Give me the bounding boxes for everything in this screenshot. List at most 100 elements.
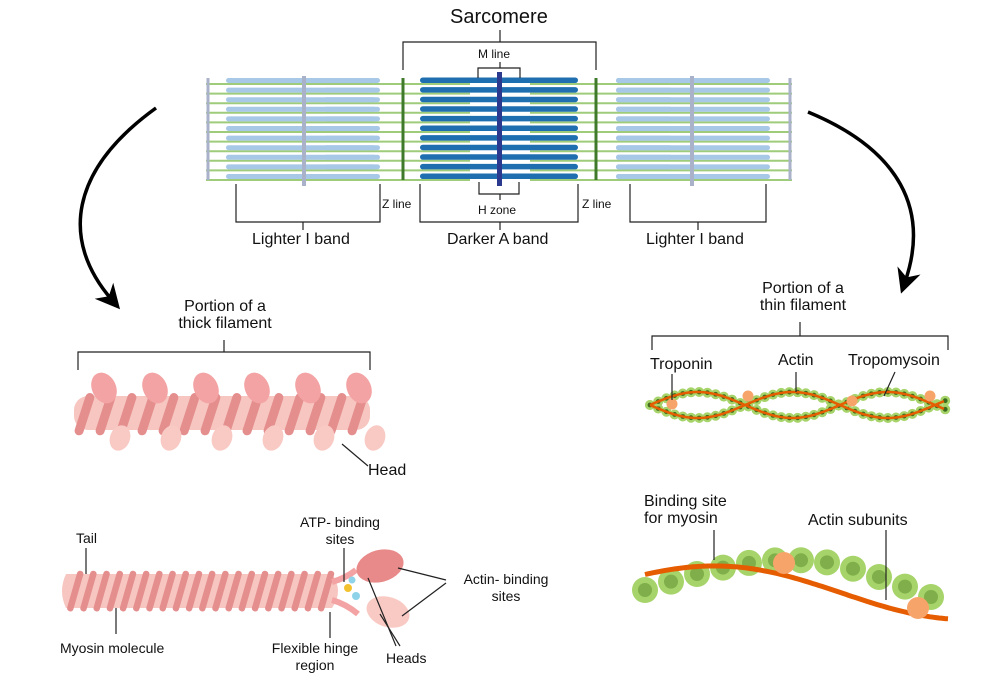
myosin-tail-coil (159, 570, 176, 612)
head-label: Head (368, 462, 407, 479)
thick-filament-twist (200, 393, 221, 436)
actin-binding-pointer-b (401, 582, 447, 617)
light-band-filament (616, 97, 672, 103)
myosin-molecule (62, 549, 410, 628)
actin-label: Actin (778, 352, 814, 369)
light-band-filament (324, 174, 380, 179)
h-zone-bracket (478, 182, 520, 195)
actin-binding-label: Actin- binding sites (448, 571, 564, 605)
thick-filament-twist (347, 393, 368, 436)
myosin-binding-site (907, 597, 929, 619)
light-band-filament (616, 154, 672, 160)
myosin-tail-coil (146, 570, 163, 612)
myosin-head-top (193, 372, 219, 404)
flexible-hinge (331, 567, 360, 617)
a-band-bracket (419, 184, 579, 223)
heads-pointer-a (367, 577, 397, 647)
actin-subunit-core (690, 567, 704, 582)
atp-site (348, 576, 356, 584)
thick-filament-twist (221, 393, 242, 436)
myosin-tail-coil (291, 570, 308, 612)
sarcomere-brackets (235, 30, 767, 230)
myosin-head-bottom (211, 425, 233, 451)
thick-filament-twist (284, 393, 305, 436)
actin-subunits-label: Actin subunits (808, 512, 908, 529)
actin-subunit-core (664, 574, 678, 589)
actin-subunit-core (846, 561, 860, 576)
binding-site-label: Binding site for myosin (644, 493, 727, 527)
i-band-center-line (302, 76, 306, 186)
z-disc (206, 78, 210, 180)
myosin-tail-coil (212, 570, 229, 612)
troponin-label: Troponin (650, 356, 713, 373)
myosin-tail-coil (80, 570, 97, 612)
light-band-filament (324, 97, 380, 103)
light-band-filament (616, 87, 672, 93)
myosin-tail-coil (199, 570, 216, 612)
thin-filament-title-line2: thin filament (759, 297, 847, 314)
actin-detail-pointers (713, 530, 887, 600)
z-disc (788, 78, 792, 180)
heads-label: Heads (386, 650, 427, 666)
myosin-tail-coil (106, 570, 124, 612)
thick-filament-twist (326, 393, 347, 436)
actin-detail (632, 547, 949, 622)
light-band-filament (616, 126, 672, 131)
i-band-center-line (690, 76, 694, 186)
light-band-filament (324, 154, 380, 160)
tropomyosin-pointer (883, 371, 896, 397)
m-line (497, 72, 502, 186)
light-band-filament (324, 135, 380, 141)
myosin-head (356, 549, 404, 583)
myosin-tail-coil (251, 570, 269, 612)
a-band-label: Darker A band (447, 231, 549, 248)
hinge-label: Flexible hinge region (252, 640, 378, 674)
light-band-filament (616, 145, 672, 151)
h-zone-label: H zone (478, 203, 517, 217)
myosin-tail-coil (93, 570, 110, 612)
light-band-filament (616, 106, 672, 112)
arrow-to-thick-filament (78, 106, 158, 310)
tropomyosin-strand (649, 390, 945, 420)
i-band-right-bracket (629, 184, 767, 223)
myosin-molecule-label: Myosin molecule (60, 640, 165, 656)
thick-filament-title: Portion of a thick filament (170, 298, 280, 332)
myosin-tail-coil (304, 570, 322, 612)
actin-binding-line2: sites (491, 588, 521, 604)
thin-filament-title-line1: Portion of a (762, 280, 844, 297)
hinge-line1: Flexible hinge (271, 640, 359, 656)
myosin-head (366, 596, 410, 628)
thin-filament-pointers (671, 371, 896, 400)
actin-subunit-core (820, 555, 834, 570)
myosin-tail-coil (278, 570, 295, 612)
light-band-filament (616, 135, 672, 141)
actin-binding-pointer-a (397, 567, 447, 581)
hinge-line2: region (295, 657, 335, 673)
z-line-left-label: Z line (382, 197, 412, 211)
myosin-tail-coil (238, 570, 256, 612)
thin-filament-title: Portion of a thin filament (748, 280, 858, 314)
actin-subunit-core (872, 569, 886, 584)
myosin-tail-coil (133, 570, 150, 612)
thick-filament-title-line2: thick filament (178, 315, 272, 332)
myosin-head-top (295, 372, 321, 404)
light-band-filament (616, 174, 672, 179)
thick-filament-twist (263, 393, 284, 436)
m-line-label: M line (478, 47, 511, 61)
heads-pointer-b (379, 613, 401, 647)
light-band-filament (324, 106, 380, 112)
z-disc (401, 78, 405, 180)
light-band-filament (324, 78, 380, 83)
myosin-tail-coil (317, 570, 335, 612)
myosin-head-top (142, 372, 168, 404)
atp-binding-label: ATP- binding sites (268, 514, 412, 548)
thick-filament-twist (179, 393, 200, 436)
troponin-complex (666, 398, 678, 410)
myosin-head-bottom (262, 425, 284, 451)
binding-site-line1: Binding site (644, 493, 727, 510)
myosin-head-top (91, 372, 117, 404)
atp-site (352, 592, 360, 600)
thick-filament-bracket (77, 340, 371, 370)
tail-label: Tail (76, 530, 98, 546)
troponin-complex (742, 390, 754, 402)
